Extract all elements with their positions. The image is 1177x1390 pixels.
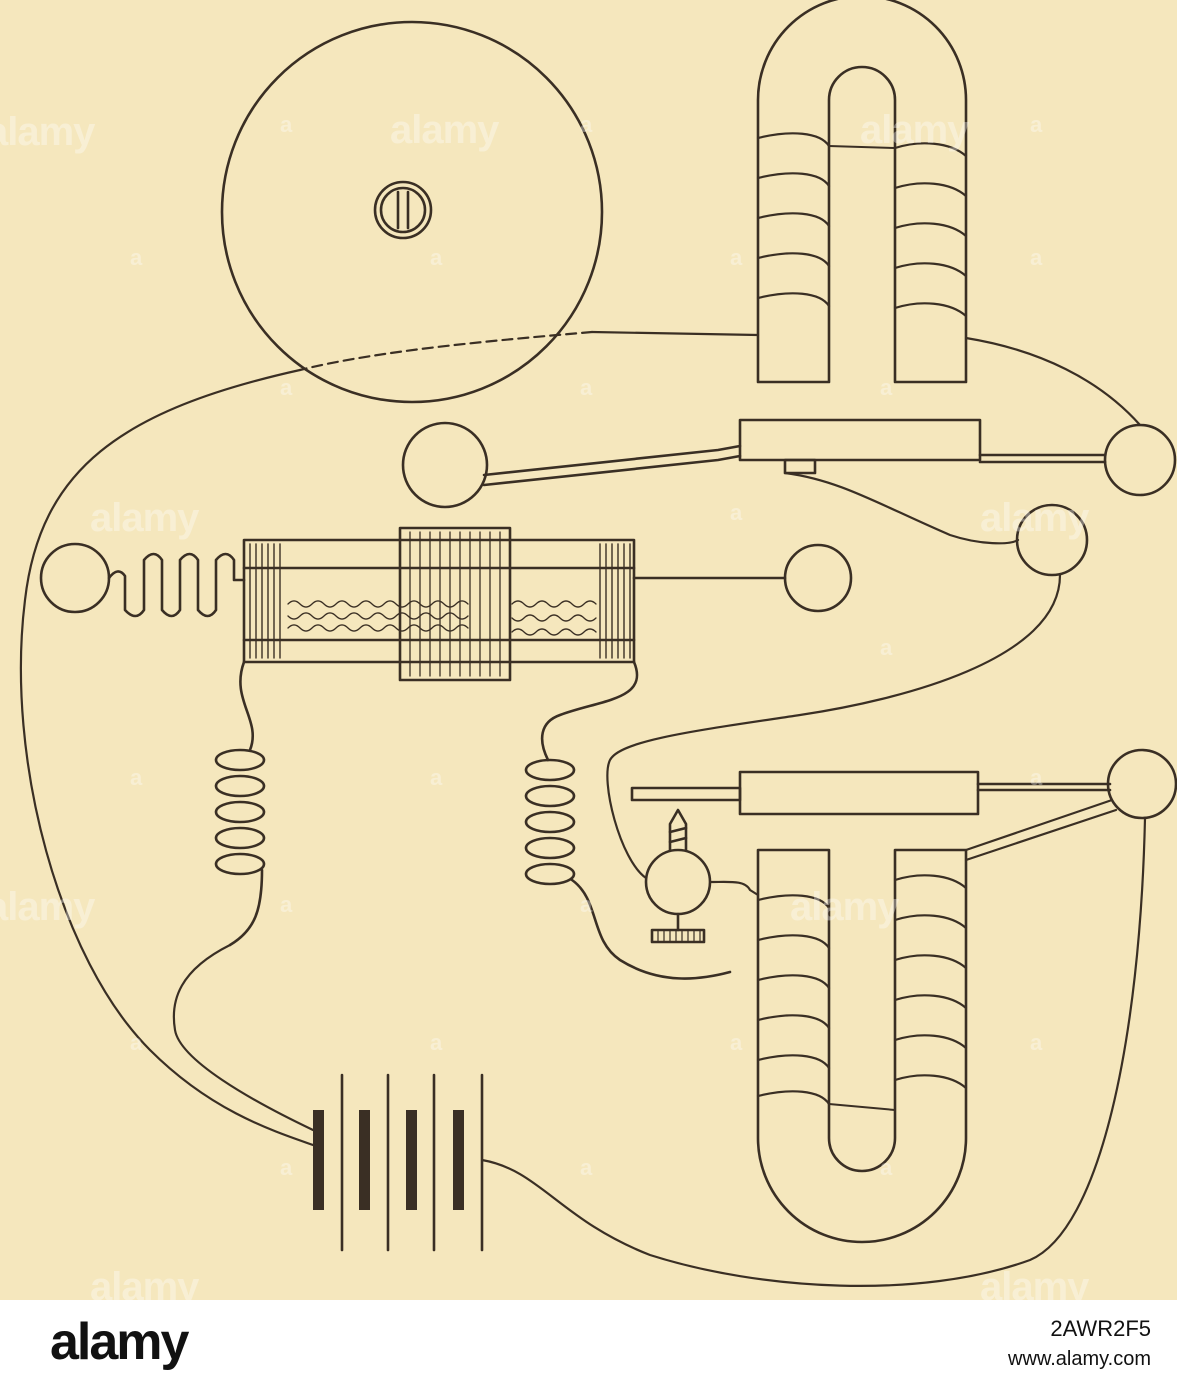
coherer-clamp-lines <box>409 531 501 677</box>
top-magnet-right-coil <box>893 142 968 318</box>
bell-gong <box>220 20 604 404</box>
bottom-magnet-right-coil <box>893 874 968 1090</box>
adjusting-screw <box>644 808 712 944</box>
top-magnet-left-coil <box>756 132 831 308</box>
circuit-diagram <box>19 0 1177 1288</box>
image-id-label: 2AWR2F5 <box>1050 1316 1151 1341</box>
left-choke-coil <box>214 660 266 947</box>
coherer-left-electrode <box>249 543 281 659</box>
circuit-wiring <box>19 330 1147 1288</box>
relay-terminal <box>1015 503 1089 577</box>
bottom-electromagnet <box>756 848 968 1244</box>
circuit-illustration: alamy alamy alamy alamy alamy alamy alam… <box>0 0 1177 1309</box>
coherer-right-electrode <box>599 543 631 659</box>
bottom-magnet-left-coil <box>756 894 831 1106</box>
battery <box>313 1073 484 1252</box>
site-url-link[interactable]: www.alamy.com <box>1008 1348 1151 1370</box>
top-electromagnet <box>756 0 968 384</box>
right-choke-coil <box>524 660 732 980</box>
alamy-logo[interactable]: alamy <box>50 1313 189 1371</box>
footer-banner: alamy 2AWR2F5 www.alamy.com <box>0 1300 1177 1390</box>
hammer-armature <box>401 418 1177 509</box>
relay-armature <box>630 748 1177 820</box>
coherer-filings <box>287 600 597 636</box>
coherer-tube <box>39 526 853 682</box>
